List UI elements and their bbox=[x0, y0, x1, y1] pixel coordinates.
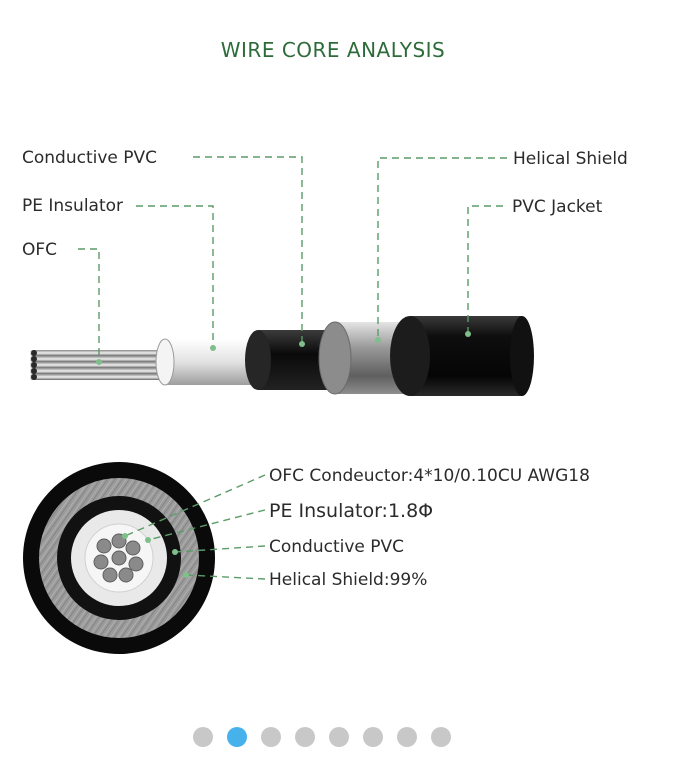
page-title: WIRE CORE ANALYSIS bbox=[221, 38, 445, 62]
cable-side-view bbox=[30, 316, 534, 396]
label-pe-insulator-spec: PE Insulator:1.8Φ bbox=[269, 500, 433, 522]
carousel-dot-5[interactable] bbox=[329, 727, 349, 747]
pvc-jacket-segment bbox=[390, 316, 534, 396]
label-conductive-pvc: Conductive PVC bbox=[22, 148, 157, 168]
carousel-dot-2[interactable] bbox=[227, 727, 247, 747]
label-pe-insulator: PE Insulator bbox=[22, 196, 123, 216]
carousel-pagination bbox=[0, 727, 677, 749]
side-leader-lines bbox=[78, 156, 507, 362]
carousel-dot-4[interactable] bbox=[295, 727, 315, 747]
label-ofc-conductor: OFC Condeuctor:4*10/0.10CU AWG18 bbox=[269, 466, 590, 486]
carousel-dot-7[interactable] bbox=[397, 727, 417, 747]
ofc-strands bbox=[30, 350, 180, 380]
label-pvc-jacket: PVC Jacket bbox=[512, 197, 603, 217]
carousel-dot-3[interactable] bbox=[261, 727, 281, 747]
label-conductive-pvc-cross: Conductive PVC bbox=[269, 537, 404, 557]
label-helical-shield: Helical Shield bbox=[513, 149, 628, 169]
carousel-dot-6[interactable] bbox=[363, 727, 383, 747]
label-helical-shield-spec: Helical Shield:99% bbox=[269, 570, 427, 590]
cross-section-leader-lines bbox=[124, 474, 266, 580]
label-ofc: OFC bbox=[22, 240, 57, 260]
carousel-dot-8[interactable] bbox=[431, 727, 451, 747]
cable-cross-section bbox=[23, 462, 215, 654]
conductor-strands bbox=[93, 533, 144, 583]
carousel-dot-1[interactable] bbox=[193, 727, 213, 747]
side-leader-dots bbox=[96, 331, 471, 365]
cross-section-leader-dots bbox=[122, 533, 189, 578]
